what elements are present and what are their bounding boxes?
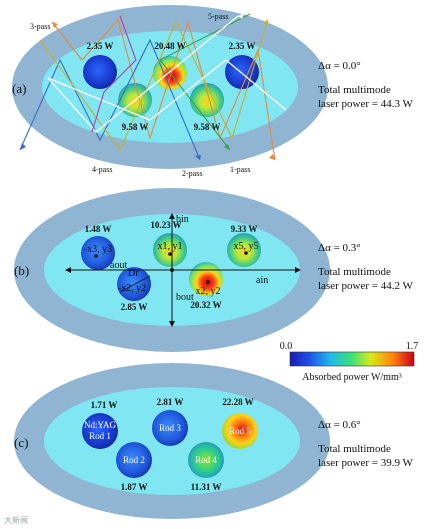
rod-c-name-4: Rod 4 — [195, 455, 217, 465]
rod-b-4-center — [206, 280, 210, 284]
rod-a-power-5: 2.35 W — [229, 41, 256, 51]
rod-b-1 — [81, 236, 115, 270]
a-in-label: ain — [256, 275, 268, 286]
rod-c-name-1: Rod 1 — [89, 431, 111, 441]
pass-line-extra — [91, 15, 137, 133]
panel-a-delta: Δα = 0.0° — [318, 60, 361, 72]
rod-c-power-5: 22.28 W — [222, 397, 253, 407]
rod-b-coord-5: x5, y5 — [234, 241, 259, 252]
rod-a-power-3: 20.48 W — [154, 41, 185, 51]
rod-b-coord-4: x2, y2 — [196, 286, 221, 297]
pass-label-5: 5-pass — [208, 12, 228, 21]
panel-b-power-line2: laser power = 44.2 W — [318, 280, 413, 292]
panel-a-label: (a) — [12, 81, 27, 96]
colorbar-min: 0.0 — [280, 341, 293, 352]
panel-a: 2.35 W 20.48 W 2.35 W 9.58 W 9.58 W 3-pa… — [12, 5, 328, 178]
panel-b-info: Δα = 0.3° Total multimode laser power = … — [318, 241, 413, 293]
rod-c-power-1: 1.71 W — [91, 400, 118, 410]
rod-a-1 — [83, 55, 117, 89]
colorbar-gradient — [289, 351, 415, 367]
pass-label-1: 1-pass — [230, 165, 250, 174]
pass-label-2: 2-pass — [182, 169, 202, 178]
panel-c-delta: Δα = 0.6° — [318, 419, 361, 431]
d-r-label: Dr — [128, 268, 139, 279]
rod-c-power-3: 2.81 W — [157, 397, 184, 407]
rod-c-name-2: Rod 2 — [123, 455, 145, 465]
pass-line-4 — [19, 38, 201, 161]
rod-c-power-2: 1.87 W — [121, 482, 148, 492]
rod-b-coord-2: -x2, y2 — [118, 283, 146, 294]
rod-c-5 — [222, 413, 258, 449]
pass-label-4: 4-pass — [92, 165, 112, 174]
a-out-label: aout — [110, 260, 127, 271]
colorbar-max: 1.7 — [406, 341, 419, 352]
panel-b-label: (b) — [14, 263, 30, 278]
panel-c-label: (c) — [14, 435, 29, 450]
rod-c-name-3: Rod 3 — [159, 423, 181, 433]
rod-c-2 — [116, 442, 152, 478]
rod-b-power-5: 9.33 W — [231, 224, 258, 234]
rod-b-5-center — [244, 251, 248, 255]
rod-a-power-2: 9.58 W — [122, 122, 149, 132]
b-in-label: bin — [176, 214, 189, 225]
rod-a-4 — [190, 83, 224, 117]
panel-c-power-line1: Total multimode — [318, 443, 391, 455]
rod-b-3 — [153, 233, 187, 267]
rod-b-3-center — [168, 252, 172, 256]
pass-line-2 — [39, 19, 269, 152]
rod-b-power-1: 1.48 W — [85, 224, 112, 234]
rod-c-3 — [152, 410, 188, 446]
rod-b-coord-1: -x3, y3 — [84, 244, 112, 255]
panel-b-power-line1: Total multimode — [318, 266, 391, 278]
watermark: 大新闻 — [4, 516, 28, 525]
colorbar-title: Absorbed power W/mm³ — [302, 372, 401, 383]
pass-line-1 — [159, 13, 251, 151]
origin-dot — [170, 268, 174, 272]
rod-a-power-1: 2.35 W — [87, 41, 114, 51]
rod-b-2 — [117, 267, 151, 301]
colorbar: 0.0 1.7 Absorbed power W/mm³ — [280, 341, 419, 383]
panel-c-info: Δα = 0.6° Total multimode laser power = … — [318, 418, 413, 470]
rod-b-1-center — [94, 254, 98, 258]
rod-b-coord-3: x1, y1 — [158, 241, 183, 252]
pass-label-3: 3-pass — [30, 22, 50, 31]
rod-b-power-4: 20.32 W — [190, 300, 221, 310]
pass-arrowheads — [20, 13, 275, 160]
rod-b-power-3: 10.23 W — [150, 220, 181, 230]
rod-c-power-4: 11.31 W — [191, 482, 222, 492]
b-out-label: bout — [176, 292, 194, 303]
rod-b-5 — [227, 233, 261, 267]
panel-c-power-line2: laser power = 39.9 W — [318, 457, 413, 469]
rod-c-name-5: Rod 5 — [229, 426, 251, 436]
panel-a-power-line2: laser power = 44.3 W — [318, 98, 413, 110]
panel-a-power-line1: Total multimode — [318, 84, 391, 96]
rod-c-name-ndyag: Nd:YAG — [84, 420, 117, 430]
laser-passes — [19, 13, 287, 161]
panel-b: -x3, y3 x1, y1 x5, y5 -x2, y2 x2, y2 bin… — [14, 188, 330, 352]
d-r-line — [119, 275, 151, 293]
rod-c-1 — [82, 413, 118, 449]
pass-line-3 — [51, 18, 276, 161]
rod-a-power-4: 9.58 W — [194, 122, 221, 132]
pass-line-5 — [47, 15, 287, 133]
rod-b-power-2: 2.85 W — [121, 302, 148, 312]
panel-c: Nd:YAG Rod 1 Rod 3 Rod 5 Rod 2 Rod 4 1.7… — [14, 363, 330, 519]
panel-a-info: Δα = 0.0° Total multimode laser power = … — [318, 59, 413, 111]
panel-b-delta: Δα = 0.3° — [318, 242, 361, 254]
rod-c-4 — [188, 442, 224, 478]
